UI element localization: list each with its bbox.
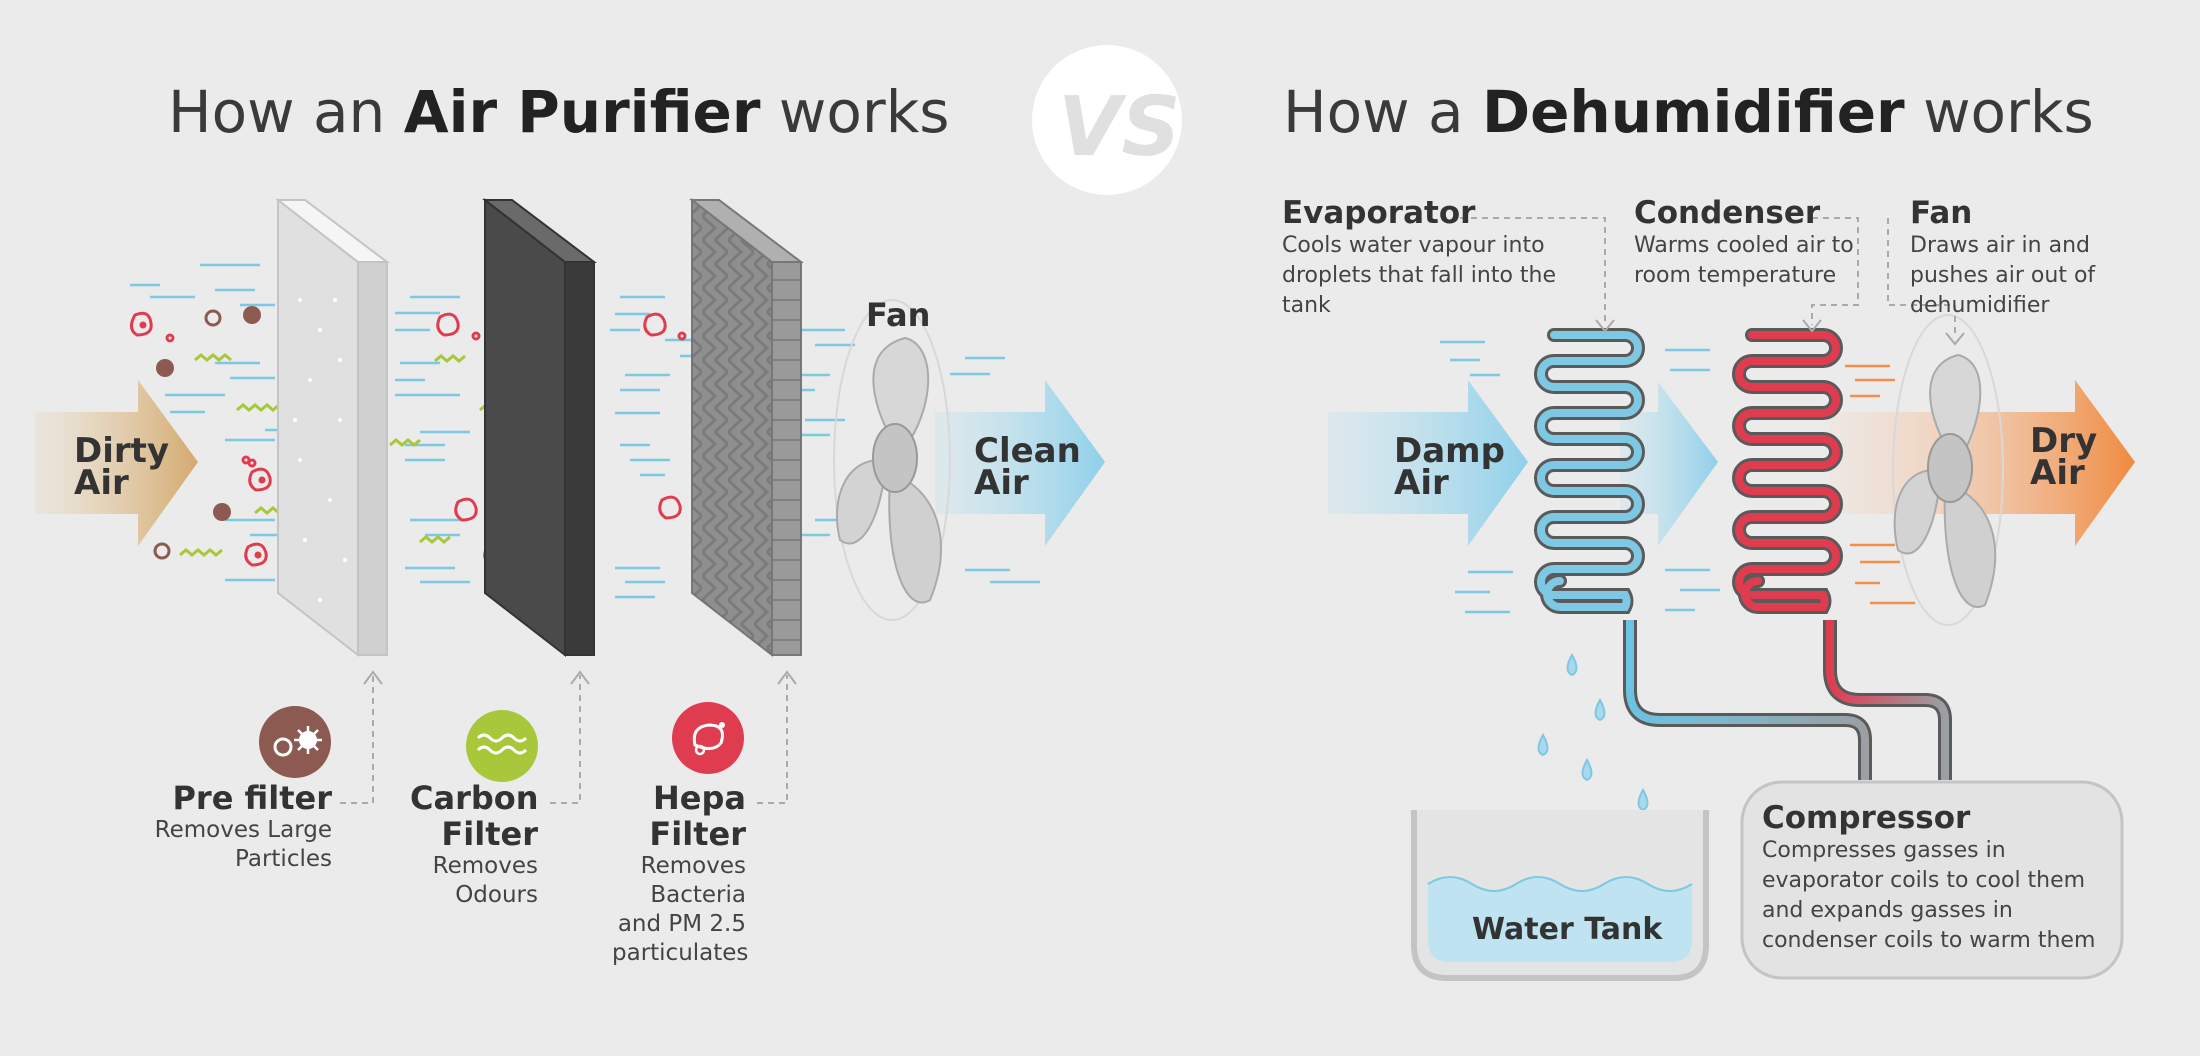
dehumidifier-fan bbox=[1892, 314, 2004, 626]
bacteria bbox=[130, 311, 721, 567]
air-flow-lines-left bbox=[130, 263, 1040, 599]
evaporator-pipe bbox=[1623, 620, 1872, 780]
carbon-filter-desc: Removes Odours bbox=[432, 853, 538, 908]
warm-air-lines bbox=[1845, 364, 1915, 605]
condenser-desc: Warms cooled air to room temperature bbox=[1634, 233, 1854, 288]
compressor-name: Compressor bbox=[1762, 800, 1971, 836]
carbon-filter-panel bbox=[482, 197, 597, 658]
evaporator-label: Evaporator Cools water vapour into dropl… bbox=[1282, 195, 1602, 321]
condenser-label: Condenser Warms cooled air to room tempe… bbox=[1634, 195, 1854, 291]
pre-filter-panel bbox=[275, 197, 390, 658]
fan-component-name: Fan bbox=[1910, 195, 1973, 231]
air-flow-lines-right bbox=[1440, 340, 1720, 614]
spiky-particles bbox=[156, 306, 261, 521]
dirty-air-arrow bbox=[35, 380, 198, 546]
water-tank bbox=[1411, 810, 1709, 981]
hepa-filter-panel bbox=[689, 197, 804, 658]
water-droplets bbox=[1534, 652, 1649, 855]
evaporator-coil bbox=[1534, 328, 1645, 614]
hepa-filter-icon bbox=[672, 702, 744, 774]
condenser-pipe bbox=[1823, 620, 1952, 780]
component-pointer-lines bbox=[1460, 217, 1956, 338]
vs-label: VS bbox=[1058, 80, 1181, 175]
hepa-filter-name: Hepa Filter bbox=[649, 779, 746, 853]
compressor-desc: Compresses gasses in evaporator coils to… bbox=[1762, 838, 2096, 953]
filter-pointer-lines bbox=[340, 675, 788, 804]
water-tank-label: Water Tank bbox=[1472, 912, 1663, 947]
pre-filter-label: Pre filter Removes Large Particles bbox=[140, 780, 332, 874]
pre-filter-icon bbox=[259, 706, 331, 778]
purifier-fan-label: Fan bbox=[866, 296, 931, 334]
carbon-filter-name: Carbon Filter bbox=[410, 779, 539, 853]
dehumidifier-title: How a Dehumidifier works bbox=[1283, 78, 2094, 146]
damp-air-arrow bbox=[1328, 380, 1528, 546]
condenser-coil bbox=[1732, 328, 1843, 614]
purifier-fan bbox=[833, 299, 951, 621]
filter-pointer-arrowheads bbox=[363, 670, 797, 685]
carbon-filter-icon bbox=[466, 710, 538, 782]
compressor-label: Compressor Compresses gasses in evaporat… bbox=[1762, 800, 2102, 956]
fan-component-label: Fan Draws air in and pushes air out of d… bbox=[1910, 195, 2170, 321]
condenser-name: Condenser bbox=[1634, 195, 1821, 231]
evaporator-name: Evaporator bbox=[1282, 195, 1476, 231]
clean-air-label: Clean Air bbox=[974, 431, 1081, 503]
purifier-title: How an Air Purifier works bbox=[168, 78, 950, 146]
damp-air-label: Damp Air bbox=[1394, 431, 1505, 503]
pre-filter-name: Pre filter bbox=[172, 779, 332, 817]
clean-air-arrow bbox=[935, 380, 1105, 546]
dirty-air-label: Dirty Air bbox=[74, 431, 170, 503]
compressor-box bbox=[1740, 780, 2124, 980]
vs-badge bbox=[1032, 45, 1182, 195]
fan-component-desc: Draws air in and pushes air out of dehum… bbox=[1910, 233, 2096, 318]
component-pointer-arrowheads bbox=[1595, 319, 1965, 346]
hepa-filter-desc: Removes Bacteria and PM 2.5 particulates bbox=[612, 853, 749, 966]
pre-filter-desc: Removes Large Particles bbox=[154, 817, 332, 872]
dry-air-label: Dry Air bbox=[2030, 421, 2098, 493]
carbon-filter-label: Carbon Filter Removes Odours bbox=[410, 779, 539, 910]
evaporator-desc: Cools water vapour into droplets that fa… bbox=[1282, 233, 1557, 318]
hepa-filter-label: Hepa Filter Removes Bacteria and PM 2.5 … bbox=[612, 779, 749, 968]
